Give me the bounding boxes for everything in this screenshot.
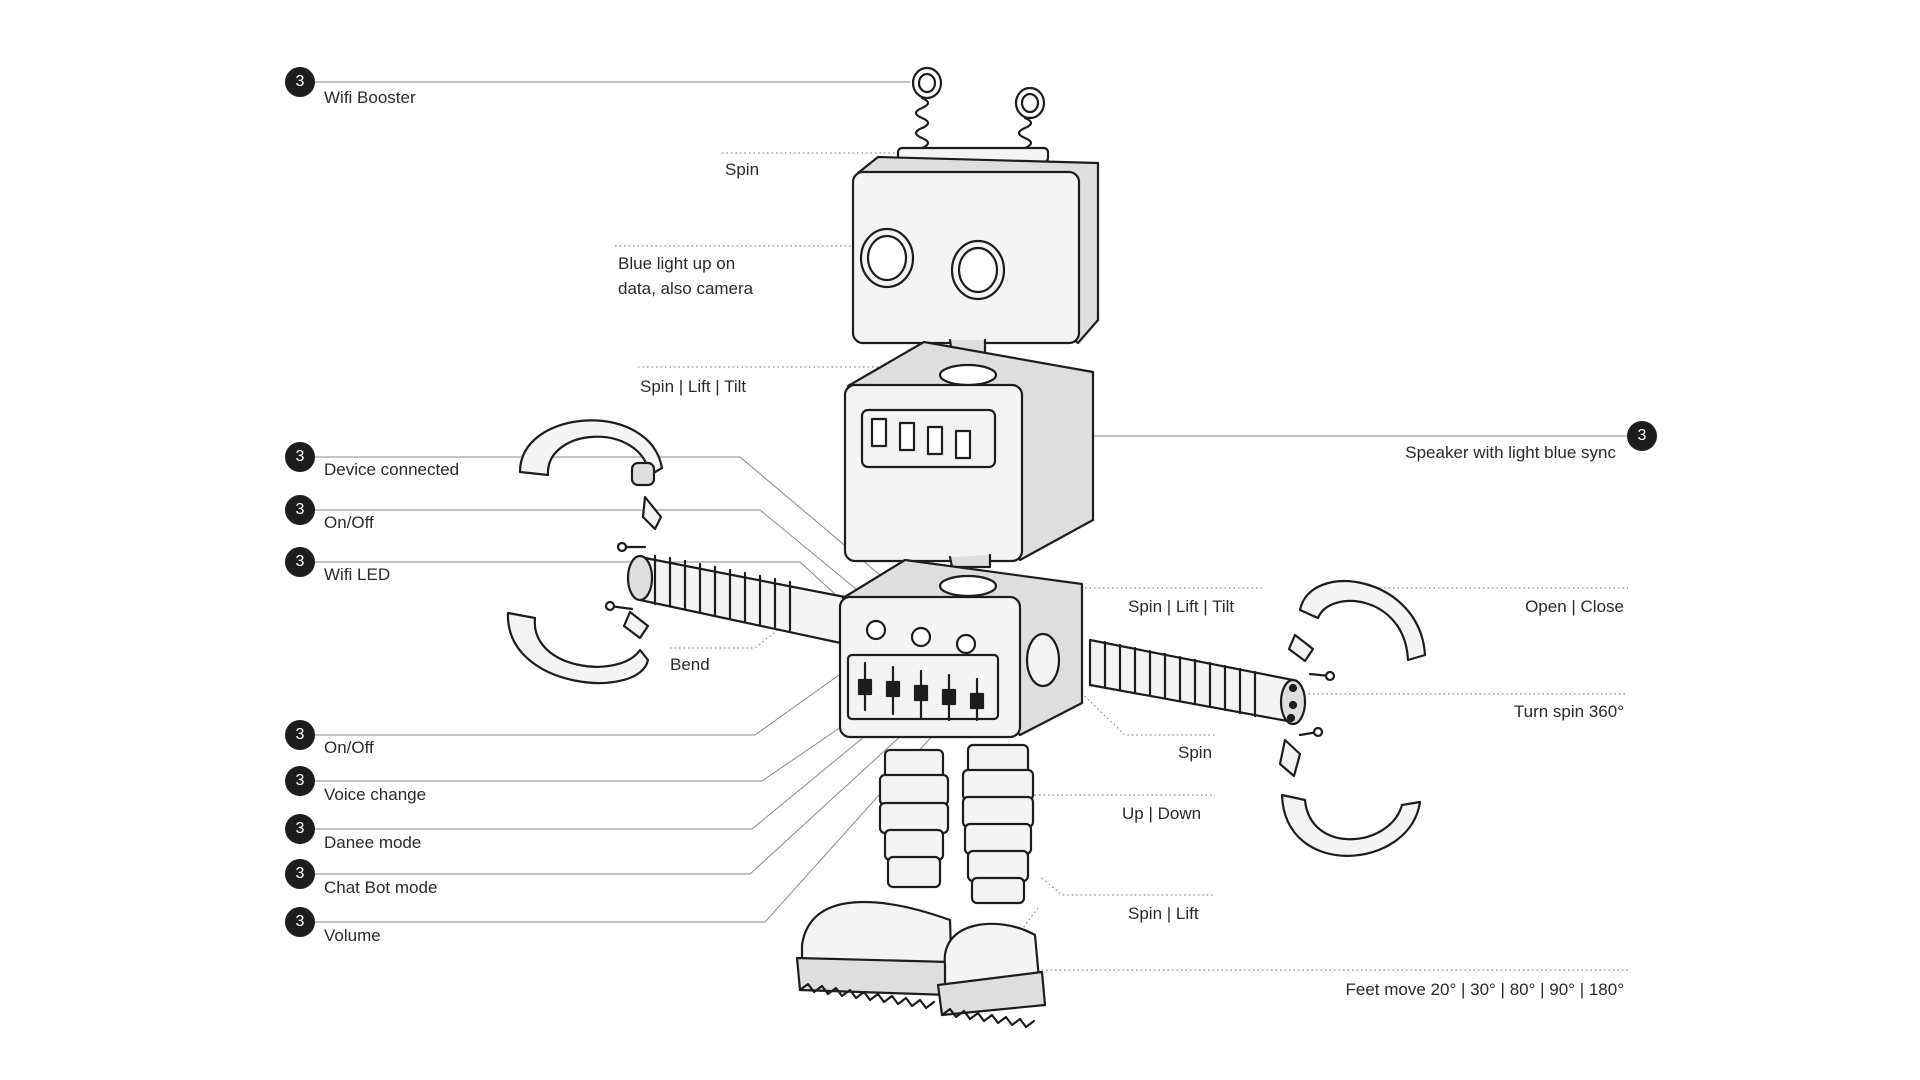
feet	[795, 901, 1047, 1029]
head-box	[851, 155, 1100, 355]
label-foot-motion: Spin | Lift	[1128, 904, 1199, 923]
badge-device-connected: 3	[285, 442, 315, 472]
label-on-off-bottom: On/Off	[324, 738, 374, 757]
label-wifi-booster: Wifi Booster	[324, 88, 416, 107]
label-turn-spin: Turn spin 360°	[1513, 702, 1624, 721]
label-dance-mode: Danee mode	[324, 833, 422, 852]
label-eyes-line2: data, also camera	[618, 279, 754, 298]
left-claw	[506, 419, 664, 685]
badge-wifi-booster: 3	[285, 67, 315, 97]
label-volume: Volume	[324, 926, 381, 945]
badge-dance-mode: 3	[285, 814, 315, 844]
label-wifi-led: Wifi LED	[324, 565, 391, 584]
legs	[878, 743, 1035, 905]
right-arm	[1088, 638, 1307, 726]
badge-on-off-bottom: 3	[285, 720, 315, 750]
label-open-close: Open | Close	[1525, 597, 1624, 616]
left-arm	[626, 554, 852, 647]
badge-volume: 3	[285, 907, 315, 937]
label-voice-change: Voice change	[324, 785, 427, 804]
label-neck-motion: Spin | Lift | Tilt	[640, 377, 747, 396]
badge-chat-bot-mode: 3	[285, 859, 315, 889]
antennas	[896, 66, 1050, 170]
badge-speaker: 3	[1627, 421, 1657, 451]
label-feet-move: Feet move 20° | 30° | 80° | 90° | 180°	[1345, 980, 1624, 999]
label-bend: Bend	[670, 655, 710, 674]
label-device-connected: Device connected	[324, 460, 460, 479]
label-eyes-line1: Blue light up on	[618, 254, 736, 273]
label-arm-motion: Spin | Lift | Tilt	[1128, 597, 1235, 616]
robot-drawing	[506, 66, 1427, 1029]
label-up-down: Up | Down	[1122, 804, 1202, 823]
label-antenna-spin: Spin	[725, 160, 760, 179]
badge-wifi-led: 3	[285, 547, 315, 577]
right-claw	[1278, 580, 1427, 857]
label-hip-spin: Spin	[1178, 743, 1213, 762]
badge-on-off-top: 3	[285, 495, 315, 525]
label-chat-bot-mode: Chat Bot mode	[324, 878, 438, 897]
label-on-off-top: On/Off	[324, 513, 374, 532]
torso-box	[843, 340, 1095, 569]
label-speaker: Speaker with light blue sync	[1405, 443, 1616, 462]
badge-voice-change: 3	[285, 766, 315, 796]
waist-box	[838, 558, 1084, 739]
